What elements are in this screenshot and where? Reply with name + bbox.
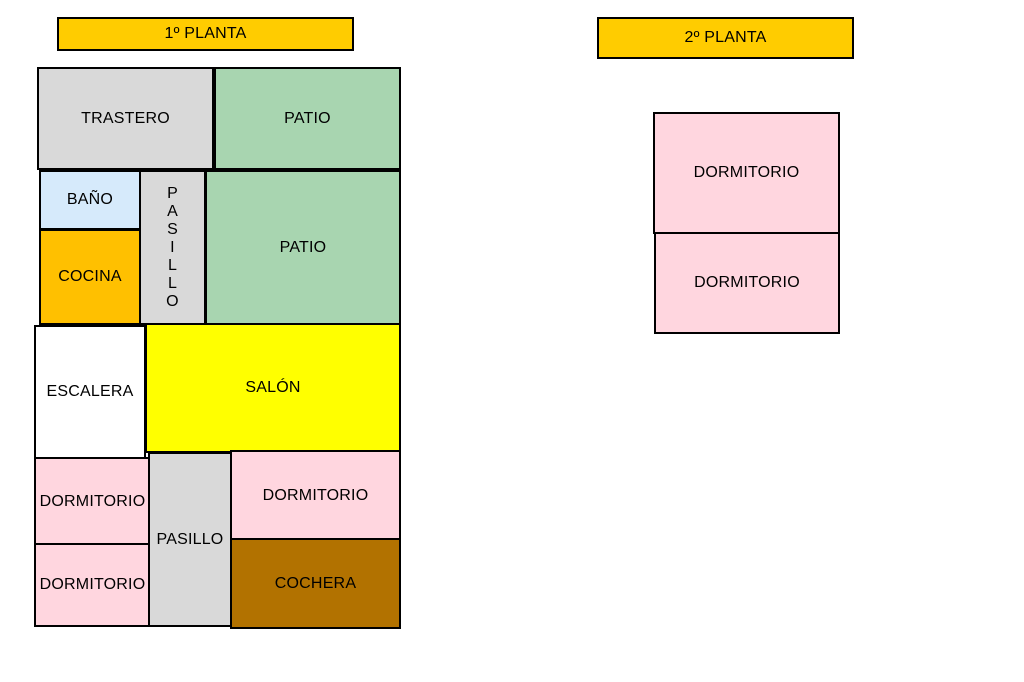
pasillo-vertical-letter: A <box>167 202 178 220</box>
room-dormitorio-right: DORMITORIO <box>230 450 401 541</box>
room-salon: SALÓN <box>145 323 401 453</box>
pasillo-vertical-letter: P <box>167 184 178 202</box>
room-cochera: COCHERA <box>230 538 401 629</box>
pasillo-vertical-letter: L <box>167 256 178 274</box>
room-bano: BAÑO <box>39 170 141 230</box>
pasillo-vertical-letter: S <box>167 220 178 238</box>
pasillo-vertical-letter: L <box>167 274 178 292</box>
pasillo-vertical-letter: O <box>166 292 179 310</box>
room-patio-top: PATIO <box>214 67 401 170</box>
room-dormitorio-left-2: DORMITORIO <box>34 543 151 627</box>
room-escalera: ESCALERA <box>34 325 146 459</box>
room-dormitorio-left-1: DORMITORIO <box>34 457 151 547</box>
second-floor-title: 2º PLANTA <box>597 17 854 59</box>
room-pasillo-bottom: PASILLO <box>148 452 232 627</box>
pasillo-vertical-letter: I <box>170 238 175 256</box>
first-floor-title: 1º PLANTA <box>57 17 354 51</box>
room-cocina: COCINA <box>39 229 141 325</box>
room-patio-middle: PATIO <box>205 170 401 325</box>
room-second-dormitorio-2: DORMITORIO <box>654 232 840 334</box>
room-second-dormitorio-1: DORMITORIO <box>653 112 840 234</box>
room-trastero: TRASTERO <box>37 67 214 170</box>
